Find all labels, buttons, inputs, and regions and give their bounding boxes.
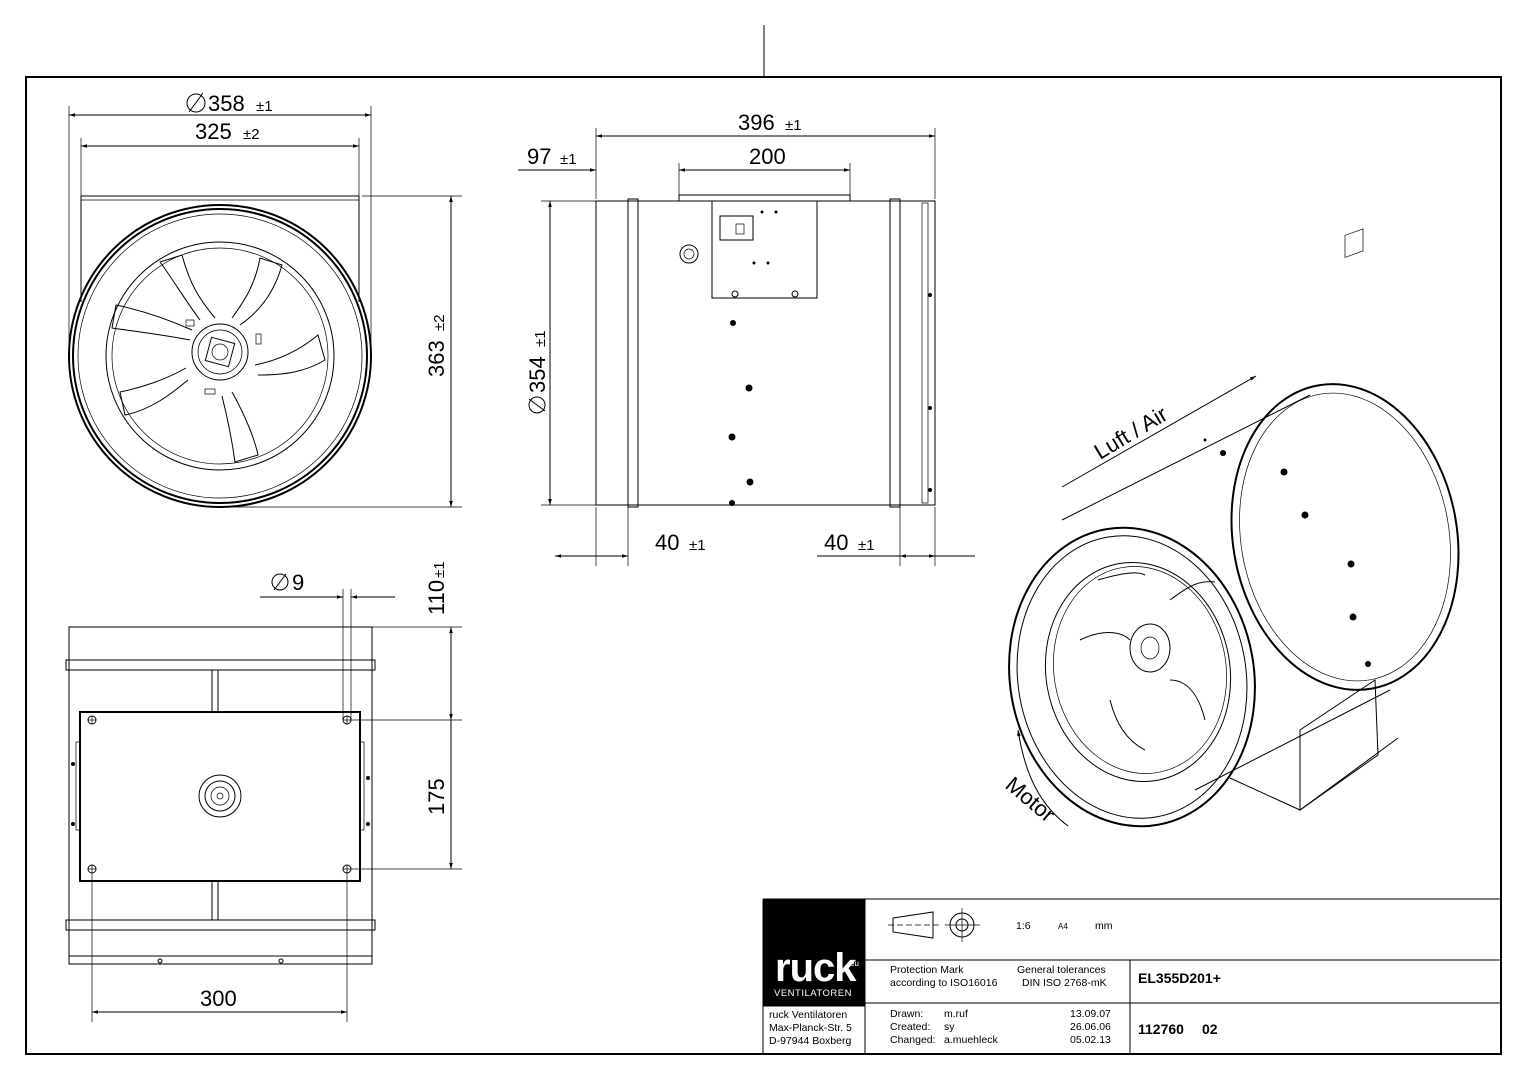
created-date: 26.06.06 bbox=[1070, 1021, 1111, 1033]
unit-value: mm bbox=[1095, 920, 1113, 932]
air-flow-label: Luft / Air bbox=[1090, 401, 1172, 464]
side-dia-value: 354 bbox=[525, 356, 550, 393]
iso-back-rim bbox=[1230, 383, 1460, 691]
bottom-offset-tol: ±1 bbox=[431, 561, 448, 578]
title-block bbox=[762, 898, 1501, 1054]
side-terminal-box bbox=[719, 215, 754, 241]
protection-mark-standard: according to ISO16016 bbox=[890, 977, 998, 989]
tolerances-standard: DIN ISO 2768-mK bbox=[1022, 977, 1107, 989]
drawn-by: m.ruf bbox=[944, 1008, 968, 1020]
side-right-edge-tol: ±1 bbox=[858, 537, 875, 554]
side-length-tol: ±1 bbox=[785, 117, 802, 134]
created-label: Created: bbox=[890, 1021, 930, 1033]
front-width-value: 325 bbox=[195, 119, 232, 144]
side-offset-tol: ±1 bbox=[560, 151, 577, 168]
side-view bbox=[518, 128, 975, 566]
air-flow-arrow bbox=[1061, 375, 1257, 488]
brand-subtitle: VENTILATOREN bbox=[774, 988, 852, 999]
front-width-tol: ±2 bbox=[243, 126, 260, 143]
protection-mark-label: Protection Mark bbox=[890, 964, 964, 976]
address-line-2: Max-Planck-Str. 5 bbox=[769, 1022, 852, 1034]
side-plate-value: 200 bbox=[749, 144, 786, 169]
address-line-1: ruck Ventilatoren bbox=[769, 1009, 847, 1021]
side-length-value: 396 bbox=[738, 110, 775, 135]
paper-size: A4 bbox=[1058, 922, 1068, 931]
drawn-label: Drawn: bbox=[890, 1008, 923, 1020]
drawn-date: 13.09.07 bbox=[1070, 1008, 1111, 1020]
side-left-edge-tol: ±1 bbox=[689, 537, 706, 554]
bottom-view bbox=[65, 589, 462, 1022]
impeller-blades bbox=[111, 254, 326, 463]
bottom-offset-value: 110 bbox=[424, 580, 449, 615]
iso-front-rim bbox=[1008, 526, 1256, 828]
side-dia-tol: ±1 bbox=[532, 330, 549, 347]
iso-mounting-bracket bbox=[1299, 679, 1379, 811]
changed-by: a.muehleck bbox=[944, 1034, 998, 1046]
bottom-offset-dimension: 110 ±1 bbox=[424, 561, 449, 615]
front-dia-value: 358 bbox=[208, 91, 245, 116]
front-housing-outer bbox=[68, 204, 372, 508]
front-height-tol: ±2 bbox=[431, 314, 448, 331]
side-offset-value: 97 bbox=[527, 144, 551, 169]
bottom-cable-gland bbox=[198, 774, 242, 818]
front-height-dimension: 363 ±2 bbox=[424, 314, 449, 377]
side-left-edge-value: 40 bbox=[655, 530, 679, 555]
motor-rotation-arrow bbox=[1017, 729, 1069, 827]
created-by: sy bbox=[944, 1021, 955, 1033]
motor-label: Motor bbox=[1001, 772, 1060, 827]
side-right-edge-value: 40 bbox=[824, 530, 848, 555]
revision-number: 02 bbox=[1202, 1021, 1218, 1037]
bottom-hole-dimension: 9 bbox=[271, 570, 304, 595]
bottom-hole-value: 9 bbox=[292, 570, 304, 595]
bottom-mounting-plate bbox=[79, 711, 361, 882]
bottom-housing bbox=[68, 626, 373, 965]
brand-sup: eu bbox=[850, 959, 859, 968]
isometric-view bbox=[1008, 228, 1460, 828]
bottom-spacing-h-value: 300 bbox=[200, 986, 237, 1011]
product-code: EL355D201+ bbox=[1138, 970, 1221, 986]
scale-value: 1:6 bbox=[1016, 920, 1031, 932]
brand-name: ruck bbox=[775, 946, 857, 990]
front-dia-dimension: 358 ±1 bbox=[186, 91, 273, 116]
address-line-3: D-97944 Boxberg bbox=[769, 1035, 851, 1047]
front-dia-tol: ±1 bbox=[256, 98, 273, 115]
front-view bbox=[68, 106, 462, 508]
bottom-spacing-v-value: 175 bbox=[424, 778, 449, 815]
changed-label: Changed: bbox=[890, 1034, 936, 1046]
tolerances-label: General tolerances bbox=[1017, 964, 1106, 976]
drawing-number: 112760 bbox=[1138, 1021, 1184, 1037]
changed-date: 05.02.13 bbox=[1070, 1034, 1111, 1046]
projection-symbol bbox=[888, 908, 980, 942]
front-height-value: 363 bbox=[424, 340, 449, 377]
side-dia-dimension: 354 ±1 bbox=[525, 330, 550, 414]
brand-logo-box bbox=[763, 899, 865, 1006]
side-housing bbox=[595, 200, 936, 506]
